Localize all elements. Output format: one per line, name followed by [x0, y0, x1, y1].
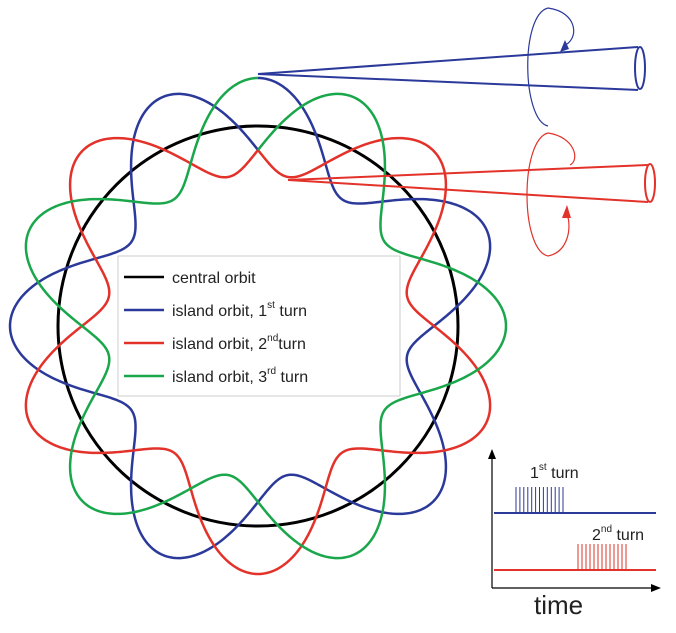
central-orbit-circle [56, 124, 460, 528]
orbit-curves [8, 76, 508, 576]
legend: central orbit island orbit, 1st turn isl… [117, 255, 401, 397]
turn1-label: 1st turn [530, 462, 579, 482]
timing-inset: 1st turn 2nd turn time [488, 449, 661, 620]
legend-item-turn3: island orbit, 3rd turn [124, 366, 308, 386]
legend-item-turn2: island orbit, 2ndturn [124, 333, 306, 353]
turn1-pulses [515, 487, 564, 513]
legend-item-turn1: island orbit, 1st turn [124, 300, 307, 320]
red-beam-cone [287, 163, 656, 203]
legend-label-turn2: island orbit, 2ndturn [172, 333, 306, 353]
time-axis-label: time [534, 590, 583, 620]
legend-item-central: central orbit [124, 270, 256, 287]
legend-label-turn1: island orbit, 1st turn [172, 300, 307, 320]
counterclockwise-rotation-arrow-icon [526, 132, 576, 257]
island-orbit-turn2 [24, 136, 492, 576]
turn2-label: 2nd turn [592, 524, 644, 544]
legend-label-central: central orbit [172, 270, 256, 287]
legend-label-turn3: island orbit, 3rd turn [172, 366, 308, 386]
legend-box [117, 255, 401, 397]
island-orbit-turn3 [24, 76, 508, 560]
turn2-pulses [577, 544, 627, 570]
clockwise-rotation-arrow-icon [527, 7, 575, 127]
blue-beam-cone [257, 46, 646, 91]
